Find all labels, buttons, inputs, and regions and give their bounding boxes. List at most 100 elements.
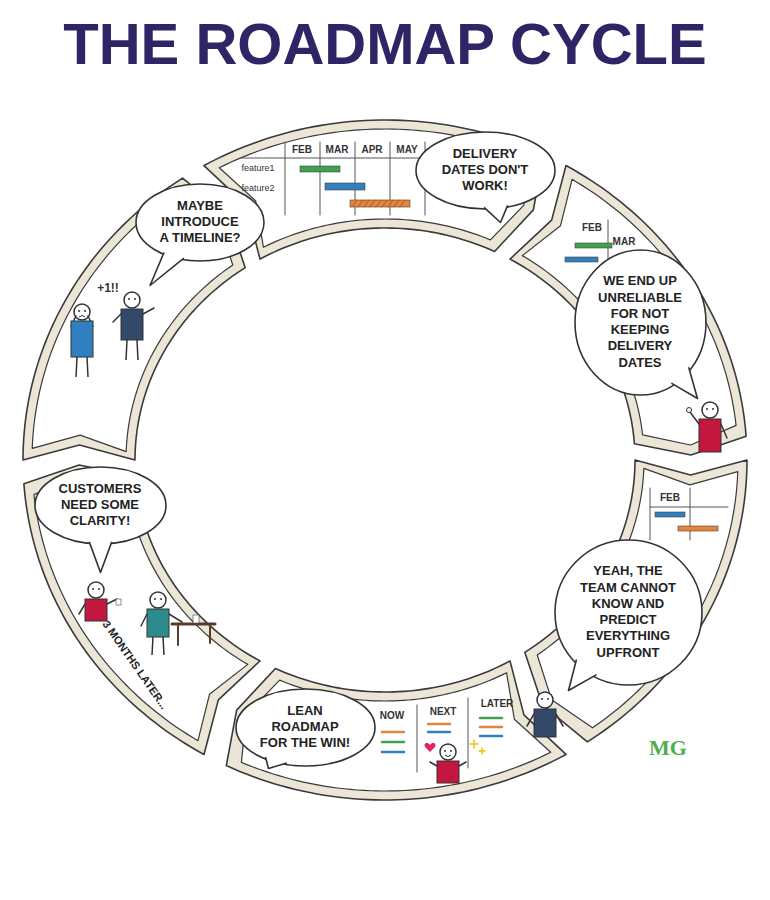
roadmap-item [382,731,404,734]
figure-arm [141,614,147,626]
figure-eye [547,698,549,700]
figure-head [74,304,90,320]
figure-body [699,419,721,452]
figure-arm [79,604,85,614]
sketch-label: NOW [380,710,404,722]
sketch-label: NEXT [430,706,457,718]
figure-body [437,761,459,783]
bar-hatch [358,200,363,207]
figure-arm [556,714,563,726]
figure-body [121,309,143,340]
bubble-outline [236,689,375,766]
figure-eye [712,408,714,410]
figure-eye [92,588,94,590]
board-line [417,705,418,772]
label-anchor: MAR [613,236,636,248]
stick-figure [141,592,182,655]
figure-eye [134,298,136,300]
sparkle [470,743,478,745]
figure-eye [450,750,452,752]
label-anchor: FEB [582,222,602,234]
label-anchor: feature1 [241,163,274,174]
sketch-label: APR [361,144,382,156]
figure-arm [527,714,534,726]
panel-inner [522,179,736,445]
bubble-tail [150,252,184,285]
figure-eye [128,298,130,300]
figure-mouth [79,316,85,318]
bubble-tail-fill [484,205,508,222]
sketch-label: FEB [660,492,680,504]
signature: MG [649,735,687,761]
sketch-label: MAR [613,236,636,248]
figure-eye [706,408,708,410]
heart [425,743,436,752]
figure-eye [154,598,156,600]
bubble-tail-fill [568,659,596,690]
sketch-label: feature1 [241,163,274,174]
roadmap-item [382,751,404,754]
figure-head [124,292,140,308]
sketch-label: feature2 [241,183,274,194]
roadmap-item [428,723,450,726]
figure-leg [76,357,77,377]
bubble-tail-fill [671,367,697,398]
bar-hatch [394,200,399,207]
figure-arm [721,424,727,438]
sketch-label: FEB [582,222,602,234]
bar-hatch [400,200,405,207]
gantt-bar [565,257,598,262]
cup [193,615,199,623]
bubble-tail [265,757,286,768]
stick-figure [113,292,154,360]
sketch-label: 3 MONTHS LATER... [100,618,171,712]
bar-hatch [352,200,357,207]
gantt-bar [350,200,410,207]
grid-line [650,488,651,540]
grid-line [320,142,321,215]
bar-hatch [382,200,387,207]
figure-leg [87,357,88,377]
sketch-label: +1!! [97,281,119,295]
panel-frame [226,661,566,800]
stick-figure [79,582,117,621]
figure-body [147,609,169,637]
speech-bubble: YEAH, THE TEAM CANNOT KNOW AND PREDICT E… [554,539,703,686]
figure-eye [98,588,100,590]
figure-hand [687,408,692,413]
roadmap-item [428,731,450,734]
figure-head [440,744,456,760]
gantt-bar [300,166,340,172]
bubble-tail-fill [89,541,112,572]
panel-frame [525,460,747,742]
label-anchor: +1!! [97,281,119,295]
speech-bubble: CUSTOMERS NEED SOME CLARITY! [34,466,167,545]
bubble-tail [568,659,596,690]
figure-leg [126,340,127,360]
figure-leg [163,637,164,655]
label-anchor: MAY [396,144,417,156]
label-anchor: NOW [380,710,404,722]
sketch-label: FEB [292,144,312,156]
label-anchor: LATER [481,698,514,710]
bubble-text: CUSTOMERS NEED SOME CLARITY! [57,481,143,530]
figure-arm [430,762,437,766]
bubble-text: LEAN ROADMAP FOR THE WIN! [259,703,351,752]
figure-eye [160,598,162,600]
sketch-label: LATER [481,698,514,710]
bubble-tail [89,541,112,572]
gantt-bar [575,243,612,248]
bar-hatch [364,200,369,207]
bubble-outline [136,184,264,261]
figure-arm [143,308,154,314]
roadmap-item [480,735,502,738]
bar-hatch [388,200,393,207]
figure-leg [152,637,153,655]
figure-eye [78,310,80,312]
label-anchor: MG [649,735,687,761]
